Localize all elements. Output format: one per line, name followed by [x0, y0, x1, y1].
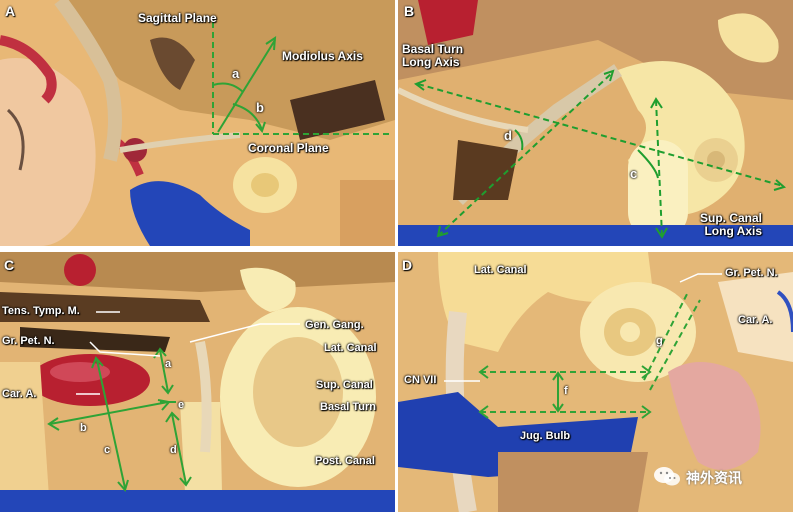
measurement-b-label: b — [256, 100, 264, 115]
measurement-d-label: d — [170, 444, 177, 456]
car-a-label: Car. A. — [2, 388, 37, 400]
lat-canal-label: Lat. Canal — [324, 342, 377, 354]
coronal-plane-label: Coronal Plane — [248, 141, 329, 155]
gen-gang-label: Gen. Gang. — [305, 319, 364, 331]
measurement-e-label: e — [178, 399, 185, 411]
panel-c-letter: C — [4, 257, 15, 273]
measurement-b-label: b — [80, 422, 87, 434]
post-canal-label: Post. Canal — [315, 455, 375, 467]
panel-d-dissection-photo — [398, 252, 793, 512]
car-a-label: Car. A. — [738, 314, 773, 326]
lat-canal-label: Lat. Canal — [474, 264, 527, 276]
basal-turn-long-axis-label: Basal Turn Long Axis — [402, 42, 464, 69]
gr-pet-n-label: Gr. Pet. N. — [2, 335, 55, 347]
watermark: 神外资讯 — [652, 465, 782, 489]
measurement-a-label: a — [232, 66, 240, 81]
panel-c-dissection-photo — [0, 252, 395, 512]
measurement-g-label: g — [656, 335, 663, 347]
panel-b: B Basal Turn Long Axis Sup. Canal Long A… — [398, 0, 793, 246]
measurement-f-label: f — [564, 385, 568, 397]
panel-b-dissection-photo — [398, 0, 793, 246]
sagittal-plane-label: Sagittal Plane — [138, 11, 217, 25]
sup-canal-label: Sup. Canal — [316, 379, 373, 391]
panel-d-letter: D — [402, 257, 413, 273]
measurement-d-label: d — [504, 128, 512, 143]
jug-bulb-label: Jug. Bulb — [520, 430, 571, 442]
panel-d: D Lat. Canal Gr. Pet. N. Car. A. CN VII … — [398, 252, 793, 512]
panel-a-letter: A — [5, 3, 16, 19]
watermark-text: 神外资讯 — [686, 471, 742, 487]
modiolus-axis-label: Modiolus Axis — [282, 49, 363, 63]
gr-pet-n-label: Gr. Pet. N. — [725, 267, 778, 279]
panel-b-letter: B — [404, 3, 415, 19]
basal-turn-label: Basal Turn — [320, 401, 377, 413]
tens-tymp-label: Tens. Tymp. M. — [2, 305, 80, 317]
panel-c: C Tens. Tymp. M. Gr. Pet. N. Gen. Gang. … — [0, 252, 395, 512]
measurement-c-label: c — [104, 444, 111, 456]
panel-a-dissection-photo — [0, 0, 395, 246]
cn-vii-label: CN VII — [404, 374, 437, 386]
measurement-c-label: c — [630, 166, 638, 181]
sup-canal-long-axis-label: Sup. Canal Long Axis — [700, 211, 763, 238]
measurement-a-label: a — [165, 358, 172, 370]
wechat-icon — [654, 467, 680, 486]
panel-a: A Sagittal Plane Modiolus Axis Coronal P… — [0, 0, 395, 246]
